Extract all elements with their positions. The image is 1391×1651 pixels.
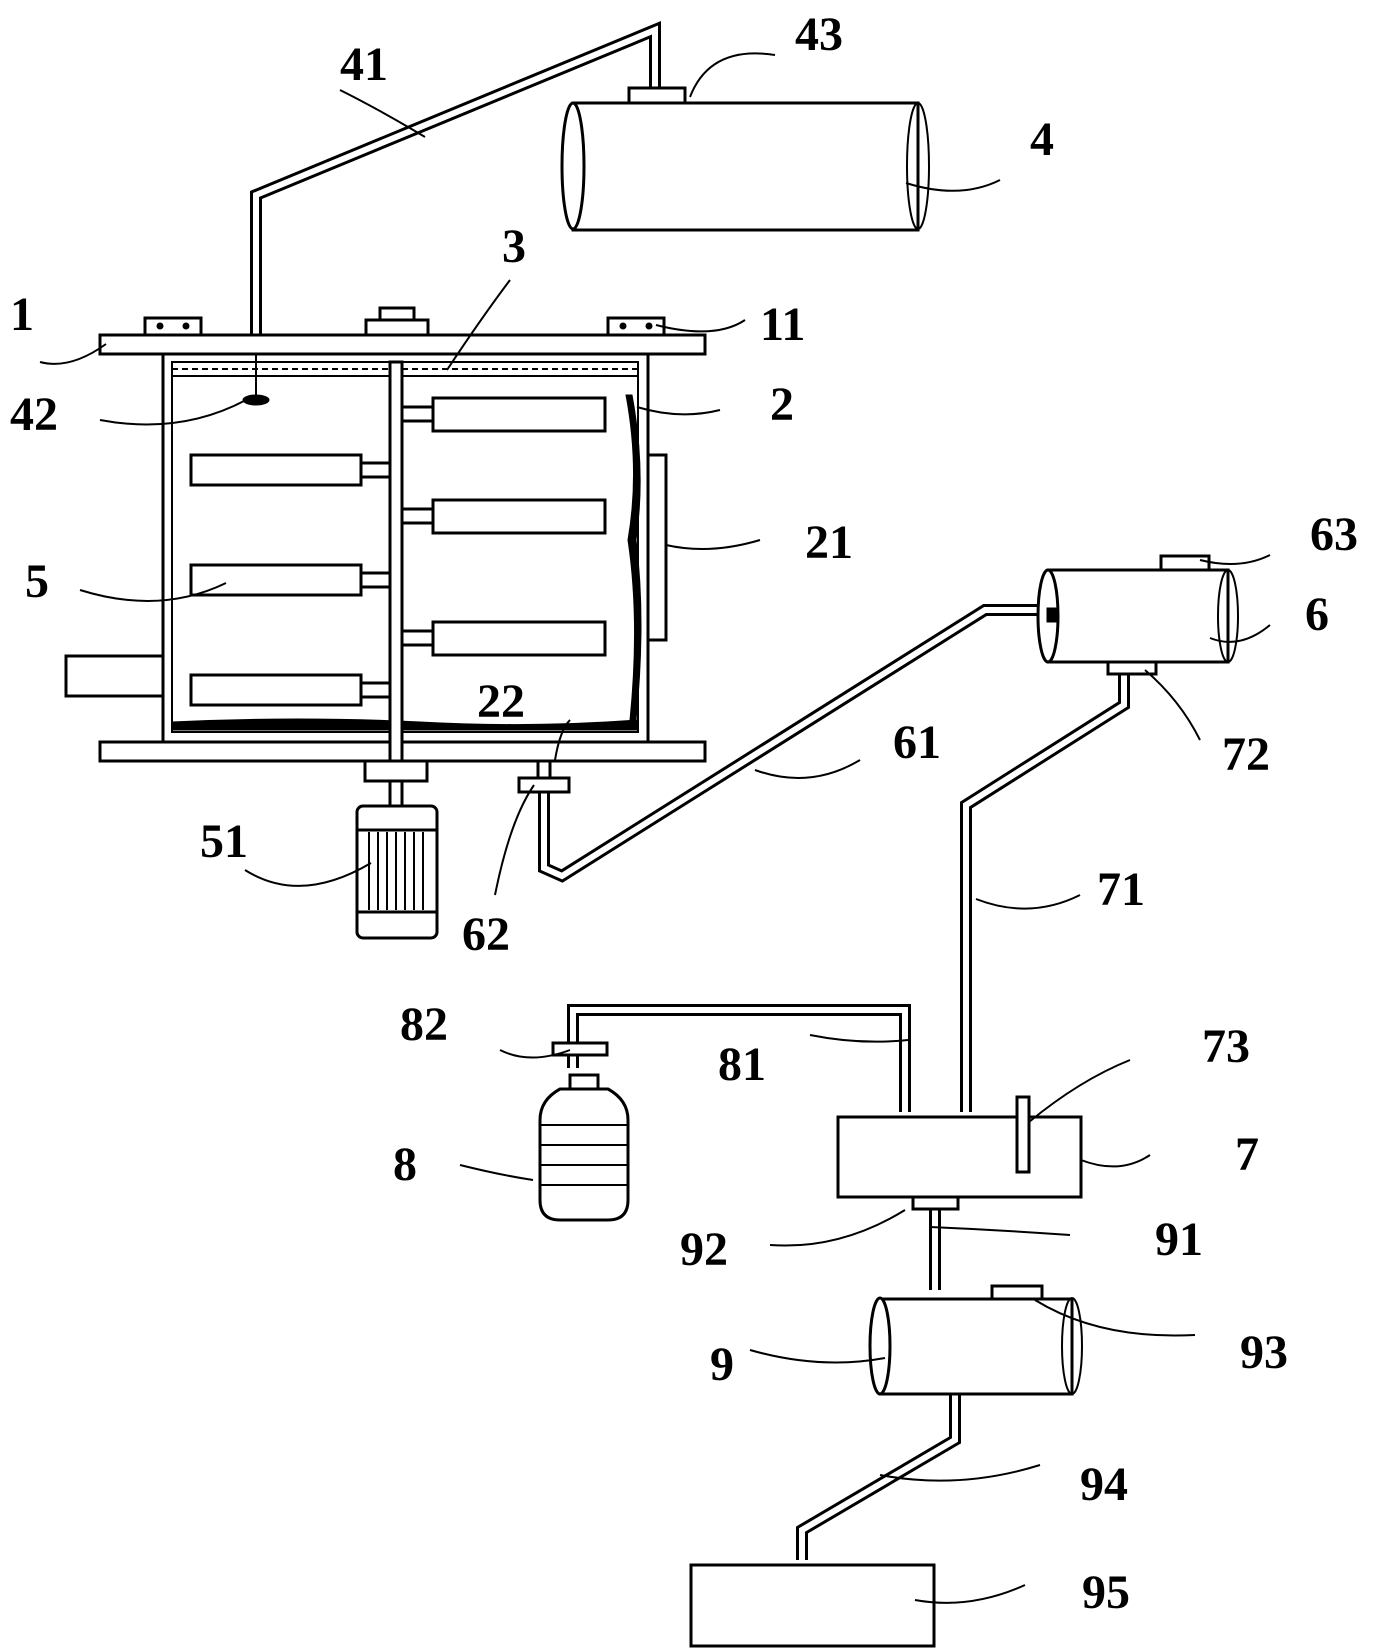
label-9: 9 [710, 1338, 734, 1391]
labels: 1 11 2 21 22 3 4 41 42 43 5 51 6 61 62 6… [10, 8, 1358, 1619]
label-7: 7 [1235, 1128, 1259, 1181]
clamp-11-left [143, 316, 203, 337]
label-4: 4 [1030, 113, 1054, 166]
label-73: 73 [1202, 1020, 1250, 1073]
pipe-94 [796, 1390, 961, 1560]
top-fitting [364, 318, 430, 337]
filter-3 [171, 361, 639, 377]
valve-62 [517, 776, 571, 794]
vessel-2 [64, 306, 707, 812]
label-91: 91 [1155, 1213, 1203, 1266]
vessel-7 [836, 1095, 1083, 1211]
fitting-63 [1159, 554, 1211, 572]
label-11: 11 [760, 298, 805, 351]
side-inlet [64, 654, 165, 698]
label-72: 72 [1222, 728, 1270, 781]
heater-21 [646, 453, 668, 642]
outlet-43 [627, 86, 687, 105]
pipe-41 [250, 21, 661, 360]
label-22: 22 [477, 675, 525, 728]
label-93: 93 [1240, 1326, 1288, 1379]
label-62: 62 [462, 908, 510, 961]
tank-9 [868, 1284, 1083, 1396]
fitting-93 [990, 1284, 1044, 1301]
label-81: 81 [718, 1038, 766, 1091]
sprayer-42 [242, 354, 270, 406]
label-43: 43 [795, 8, 843, 61]
tank-6 [1036, 554, 1239, 676]
paddles-5 [189, 396, 607, 707]
label-6: 6 [1305, 588, 1329, 641]
outlet-22 [536, 759, 552, 780]
box-95 [689, 1563, 936, 1648]
label-8: 8 [393, 1138, 417, 1191]
pipe-81 [567, 1004, 911, 1112]
probe-73 [1015, 1095, 1031, 1174]
label-5: 5 [25, 555, 49, 608]
bottom-deposit [171, 718, 639, 731]
label-94: 94 [1080, 1458, 1128, 1511]
pipe-71 [960, 668, 1130, 1112]
label-21: 21 [805, 516, 853, 569]
label-51: 51 [200, 815, 248, 868]
tank-4 [560, 86, 930, 232]
leader-lines [39, 52, 1271, 1604]
label-95: 95 [1082, 1566, 1130, 1619]
valve-92 [911, 1195, 960, 1211]
label-2: 2 [770, 378, 794, 431]
label-1: 1 [10, 288, 34, 341]
label-71: 71 [1097, 863, 1145, 916]
clamp-11-right [606, 316, 666, 337]
label-61: 61 [893, 716, 941, 769]
label-41: 41 [340, 38, 388, 91]
bearing [363, 759, 429, 783]
lid-plate-1 [98, 333, 707, 356]
fitting-72 [1106, 660, 1158, 676]
label-92: 92 [680, 1223, 728, 1276]
motor-51 [355, 804, 439, 940]
pipe-61 [538, 604, 1040, 883]
label-3: 3 [502, 220, 526, 273]
bottle-8 [538, 1041, 630, 1222]
label-82: 82 [400, 998, 448, 1051]
label-42: 42 [10, 388, 58, 441]
stirring-shaft [388, 360, 404, 812]
label-63: 63 [1310, 508, 1358, 561]
